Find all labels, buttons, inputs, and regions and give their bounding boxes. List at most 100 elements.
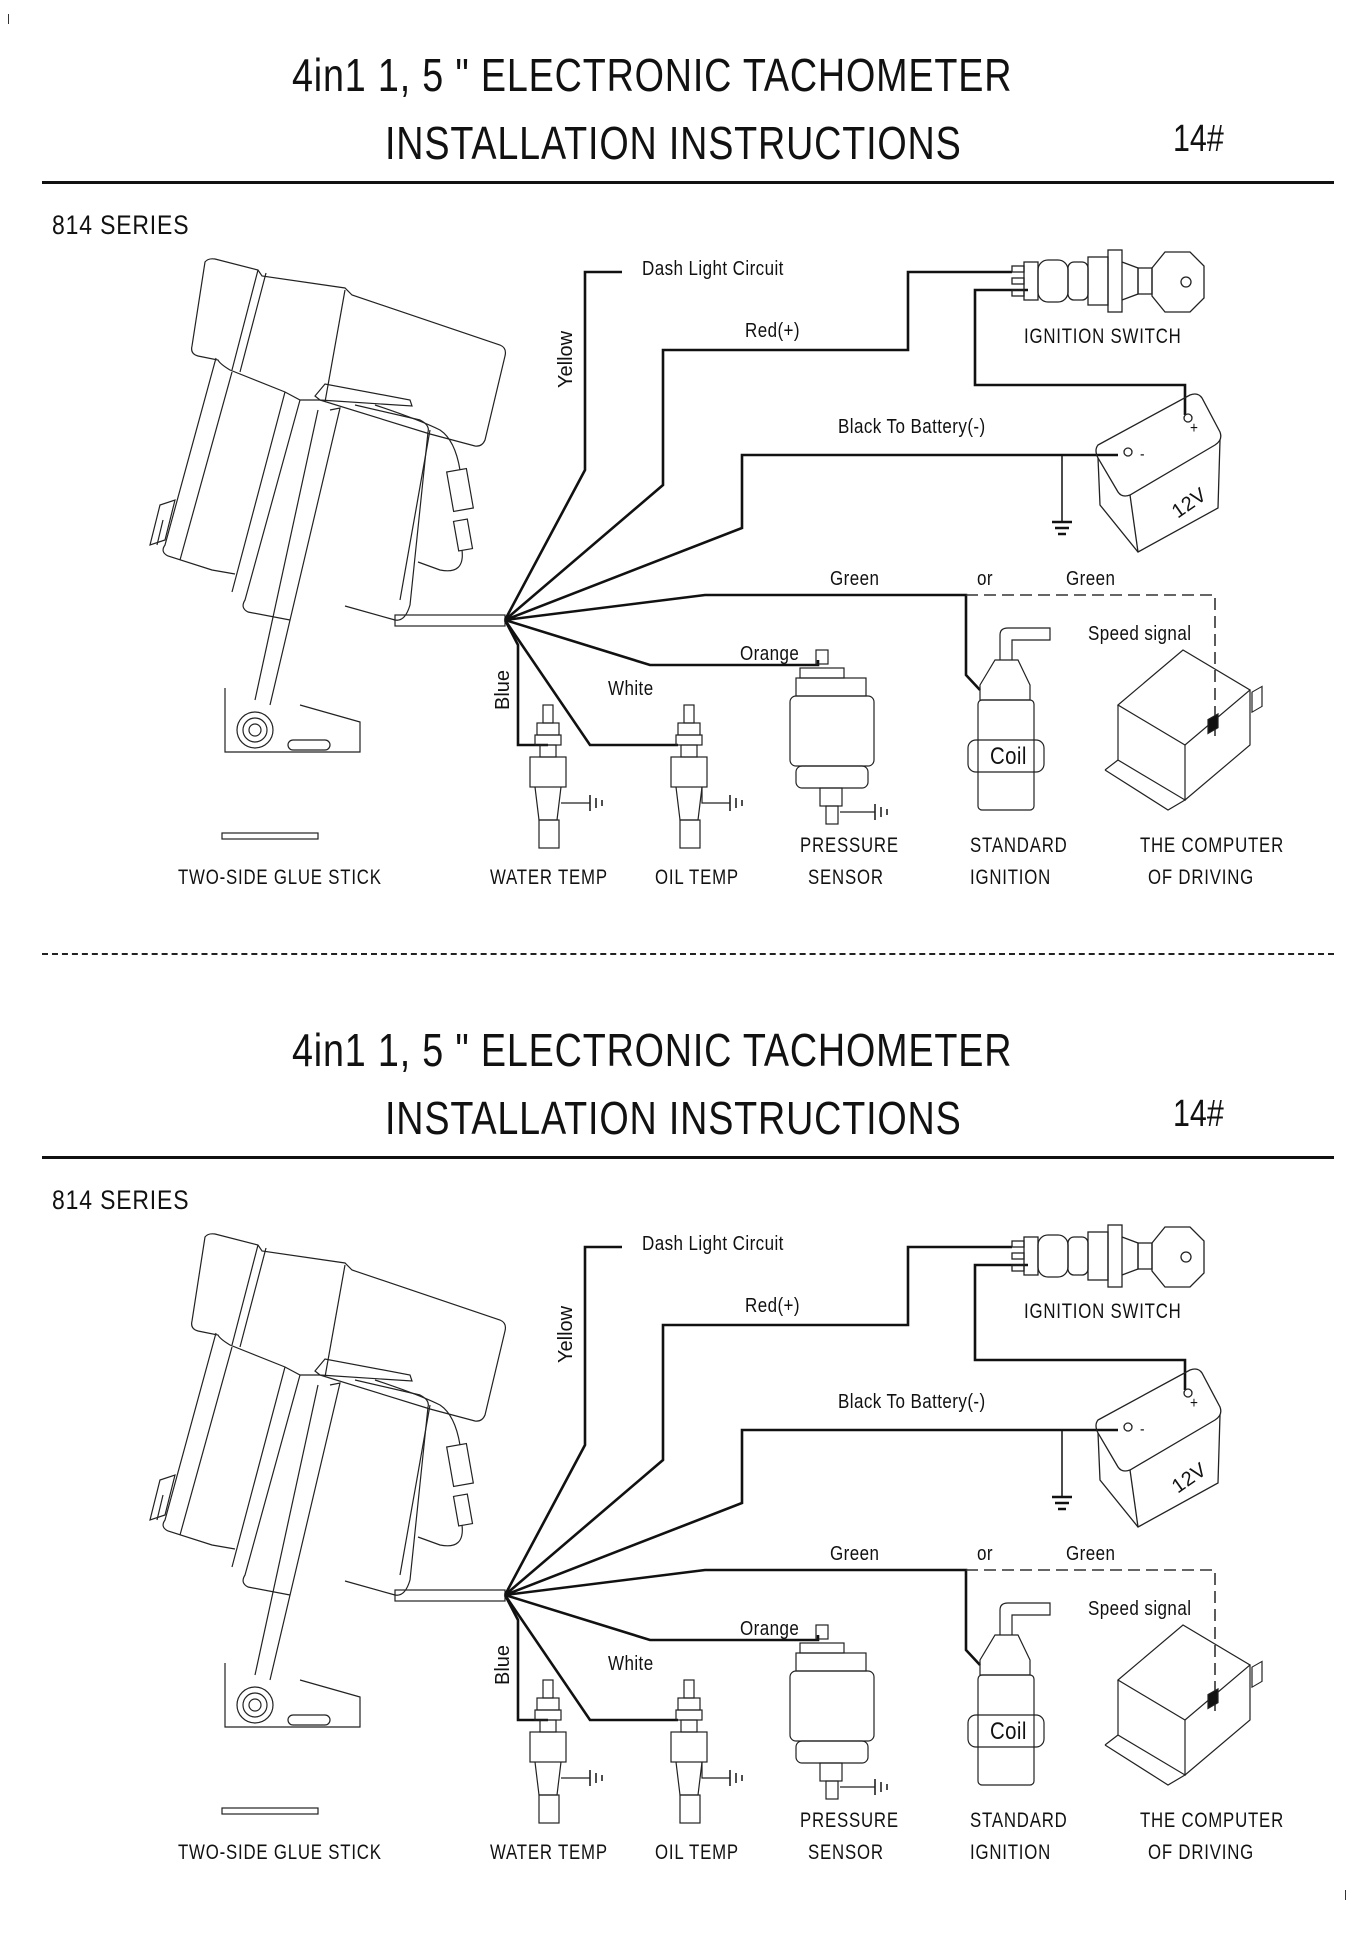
blue-wire-label: Blue (492, 1644, 514, 1685)
computer-label-line1: THE COMPUTER (1140, 1809, 1284, 1832)
title-line-1: 4in1 1, 5 " ELECTRONIC TACHOMETER (292, 1024, 1013, 1076)
orange-wire (504, 1593, 820, 1642)
ecu-box-icon (1104, 1624, 1263, 1786)
glue-stick-label: TWO-SIDE GLUE STICK (178, 1841, 382, 1864)
oil-temp-sensor-icon (670, 1679, 743, 1824)
battery-plus-label: + (1190, 1395, 1199, 1412)
coil-label: Coil (990, 743, 1027, 770)
wire-harness (503, 270, 1187, 747)
red-wire-label: Red(+) (745, 1295, 800, 1317)
computer-label-line2: OF DRIVING (1148, 866, 1255, 889)
oil-temp-label: OIL TEMP (655, 1841, 739, 1864)
blue-wire (503, 1594, 548, 1722)
red-wire-label: Red(+) (745, 320, 800, 342)
pressure-label-line1: PRESSURE (800, 834, 899, 857)
orange-wire-label: Orange (740, 1618, 800, 1640)
tachometer-gauge-drawing (149, 258, 507, 840)
red-wire (504, 270, 1012, 621)
standard-ignition-line2: IGNITION (970, 1841, 1052, 1864)
green-alt-wire-label: Green (1066, 568, 1116, 590)
pressure-sensor-icon (789, 1624, 888, 1800)
pressure-label-line2: SENSOR (808, 1841, 884, 1864)
black-wire (504, 1428, 1118, 1597)
model-number: 14# (1173, 118, 1224, 160)
orange-wire-label: Orange (740, 643, 800, 665)
series-label: 814 SERIES (52, 210, 190, 240)
yellow-wire (503, 270, 622, 621)
green-wire-label: Green (830, 568, 880, 590)
tachometer-gauge-drawing (149, 1233, 507, 1815)
cut-line-divider (42, 953, 1334, 955)
dash-light-label: Dash Light Circuit (642, 1233, 784, 1255)
blue-wire (503, 619, 548, 747)
glue-stick-label: TWO-SIDE GLUE STICK (178, 866, 382, 889)
header-rule (42, 1156, 1334, 1159)
standard-ignition-line2: IGNITION (970, 866, 1052, 889)
ground-icon (1052, 1430, 1072, 1511)
pressure-label-line1: PRESSURE (800, 1809, 899, 1832)
coil-label: Coil (990, 1718, 1027, 1745)
battery-icon (1095, 1368, 1222, 1528)
speed-signal-label: Speed signal (1088, 1598, 1192, 1620)
speed-signal-label: Speed signal (1088, 623, 1192, 645)
red-wire (504, 1245, 1012, 1596)
yellow-wire-label: Yellow (555, 1305, 577, 1363)
title-line-2: INSTALLATION INSTRUCTIONS (385, 1092, 962, 1144)
black-wire-label: Black To Battery(-) (838, 1391, 986, 1413)
ignition-switch-icon (1011, 1224, 1205, 1288)
wiring-diagram (149, 249, 1263, 849)
yellow-wire (503, 1245, 622, 1596)
green-wire-label: Green (830, 1543, 880, 1565)
scan-mark (1345, 1890, 1346, 1900)
instruction-panel: 4in1 1, 5 " ELECTRONIC TACHOMETER INSTAL… (0, 0, 1357, 960)
pressure-sensor-icon (789, 649, 888, 825)
header-rule (42, 181, 1334, 184)
black-wire (504, 453, 1118, 622)
standard-ignition-line1: STANDARD (970, 834, 1068, 857)
ground-icon (1052, 455, 1072, 536)
black-wire-label: Black To Battery(-) (838, 416, 986, 438)
battery-positive-wire (973, 288, 1187, 415)
white-wire (503, 1594, 678, 1722)
speed-signal-dashed-wire (966, 594, 1216, 740)
battery-minus-label: - (1140, 446, 1145, 463)
pressure-label-line2: SENSOR (808, 866, 884, 889)
battery-positive-wire (973, 1263, 1187, 1390)
or-label: or (977, 1543, 993, 1565)
ignition-switch-icon (1011, 249, 1205, 313)
white-wire (503, 619, 678, 747)
white-wire-label: White (608, 1653, 654, 1675)
battery-icon (1095, 393, 1222, 553)
white-wire-label: White (608, 678, 654, 700)
computer-label-line1: THE COMPUTER (1140, 834, 1284, 857)
battery-minus-label: - (1140, 1421, 1145, 1438)
wiring-diagram (149, 1224, 1263, 1824)
ignition-coil-icon (967, 1602, 1051, 1786)
water-temp-sensor-icon (529, 1679, 603, 1824)
standard-ignition-line1: STANDARD (970, 1809, 1068, 1832)
or-label: or (977, 568, 993, 590)
ignition-switch-label: IGNITION SWITCH (1024, 1300, 1182, 1323)
speed-signal-dashed-wire (966, 1569, 1216, 1715)
battery-plus-label: + (1190, 420, 1199, 437)
dash-light-label: Dash Light Circuit (642, 258, 784, 280)
model-number: 14# (1173, 1093, 1224, 1135)
yellow-wire-label: Yellow (555, 330, 577, 388)
water-temp-sensor-icon (529, 704, 603, 849)
oil-temp-sensor-icon (670, 704, 743, 849)
instruction-panel: 4in1 1, 5 " ELECTRONIC TACHOMETER INSTAL… (0, 975, 1357, 1935)
blue-wire-label: Blue (492, 669, 514, 710)
ignition-switch-label: IGNITION SWITCH (1024, 325, 1182, 348)
ignition-coil-icon (967, 627, 1051, 811)
scan-mark (8, 14, 9, 24)
orange-wire (504, 618, 820, 667)
series-label: 814 SERIES (52, 1185, 190, 1215)
oil-temp-label: OIL TEMP (655, 866, 739, 889)
title-line-1: 4in1 1, 5 " ELECTRONIC TACHOMETER (292, 49, 1013, 101)
ecu-box-icon (1104, 649, 1263, 811)
water-temp-label: WATER TEMP (490, 866, 608, 889)
computer-label-line2: OF DRIVING (1148, 1841, 1255, 1864)
title-line-2: INSTALLATION INSTRUCTIONS (385, 117, 962, 169)
water-temp-label: WATER TEMP (490, 1841, 608, 1864)
green-alt-wire-label: Green (1066, 1543, 1116, 1565)
